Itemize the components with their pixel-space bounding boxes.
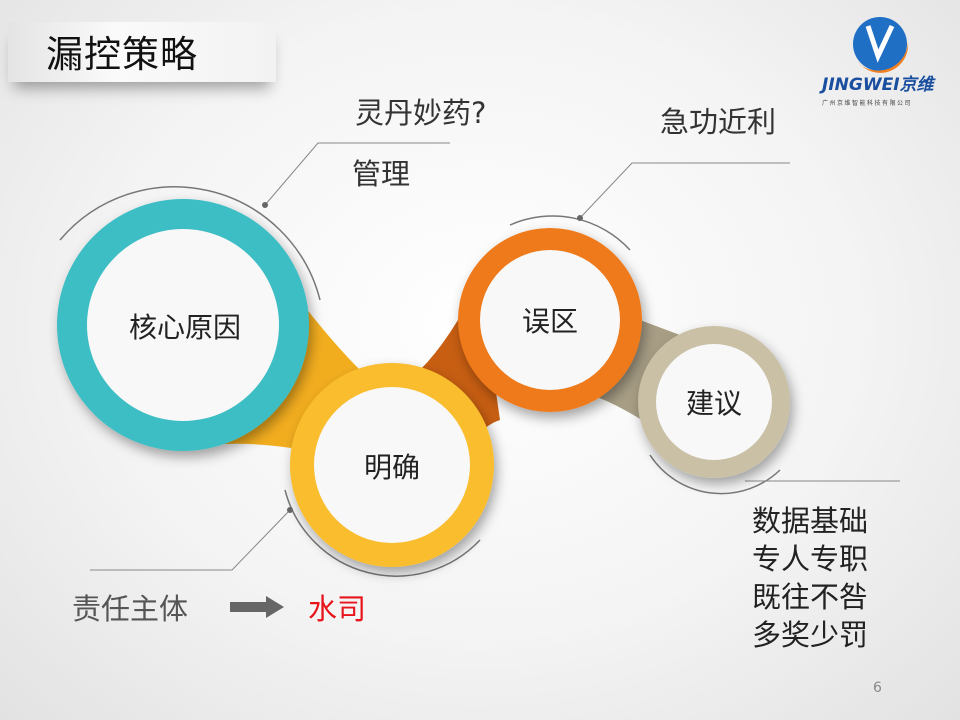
list-item: 专人专职: [752, 542, 869, 576]
company-logo: [853, 17, 909, 73]
callout-dot: [262, 202, 268, 208]
responsibility-label: 责任主体: [72, 592, 189, 626]
callout-line-management: [264, 142, 450, 206]
callout-quick-success: 急功近利: [660, 105, 777, 139]
list-item: 数据基础: [752, 504, 869, 538]
list-item: 多奖少罚: [752, 618, 869, 652]
ring-label-suggestion: 建议: [685, 387, 743, 420]
arc-teal: [59, 186, 321, 301]
ring-label-core-reason: 核心原因: [128, 311, 242, 344]
page-number: 6: [873, 680, 882, 696]
callout-dot: [287, 507, 293, 513]
list-item: 既往不咎: [752, 580, 869, 614]
arc-yellow: [284, 489, 481, 577]
logo-wordmark: JINGWEI京维: [822, 75, 934, 95]
ring-misconception: [458, 228, 642, 412]
arc-beige: [649, 454, 781, 495]
callout-dot: [577, 215, 583, 221]
arc-orange: [509, 215, 631, 251]
callout-management: 管理: [352, 157, 411, 191]
ring-label-misconception: 误区: [521, 305, 579, 338]
callout-line-responsibility: [90, 509, 291, 571]
ring-core-reason: [57, 199, 309, 451]
ring-suggestion: [638, 326, 790, 478]
ring-clarify: [290, 363, 494, 567]
title-bar: [8, 22, 276, 82]
suggestion-list: 数据基础 专人专职 既往不咎 多奖少罚: [752, 502, 868, 654]
logo-subtitle: 广州京维智能科技有限公司: [822, 100, 913, 107]
right-arrow-icon: [230, 596, 284, 618]
slide-title: 漏控策略: [46, 33, 198, 76]
callout-line-quick-success: [579, 162, 790, 219]
ring-label-clarify: 明确: [363, 451, 421, 484]
responsibility-value: 水司: [308, 592, 367, 626]
callout-panacea: 灵丹妙药?: [355, 96, 487, 130]
